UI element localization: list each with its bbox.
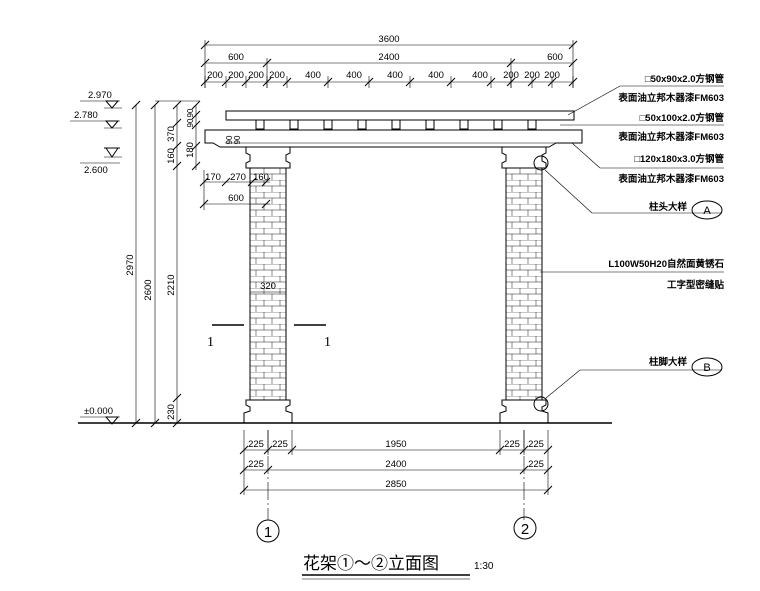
dim-b2-2400: 2400 <box>385 459 406 470</box>
axis-2: 2 <box>521 521 529 538</box>
section-label-left: 1 <box>207 335 214 350</box>
axis-markers: 1 2 <box>256 516 537 543</box>
title-scale: 1:30 <box>474 561 494 572</box>
drawing-title: 花架①～②立面图 1:30 <box>302 554 494 580</box>
note-purlin-spec: □50x90x2.0方钢管 <box>645 73 725 85</box>
level-0000: ±0.000 <box>84 406 113 417</box>
cap-detail-marker <box>533 155 549 171</box>
dim-b-225a: 225 <box>248 439 264 450</box>
dim-tick-9: 400 <box>472 70 488 81</box>
level-2780: 2.780 <box>74 110 98 121</box>
callout-a-circle <box>691 200 723 220</box>
dim-seg-left: 600 <box>228 52 244 63</box>
dim-170: 170 <box>205 172 221 183</box>
dim-tick-1: 200 <box>207 70 223 81</box>
dim-tick-6: 400 <box>346 70 362 81</box>
left-dimension-chains: 2970 2600 370 160 2210 230 180 90 90 <box>125 100 201 428</box>
dim-tick-11: 200 <box>524 70 540 81</box>
level-2970: 2.970 <box>88 90 112 101</box>
right-column <box>499 146 549 520</box>
dim-90a: 90 <box>186 118 195 127</box>
dim-tick-4: 200 <box>269 70 285 81</box>
dim-beam-90: 90 <box>225 135 234 144</box>
axis-1-circle <box>256 519 280 543</box>
dim-tick-8: 400 <box>428 70 444 81</box>
cap-dimensions: 170 270 160 600 320 <box>199 170 286 293</box>
dim-overall: 3600 <box>378 34 399 45</box>
dim-2600: 2600 <box>143 279 154 300</box>
dim-seg-right: 600 <box>547 52 563 63</box>
callout-b: B <box>703 362 710 374</box>
dim-180: 180 <box>185 142 196 158</box>
level-markers: 2.970 2.780 2.600 ±0.000 <box>70 90 122 425</box>
dim-270: 270 <box>230 172 246 183</box>
dim-160: 160 <box>166 148 177 164</box>
dim-tick-2: 200 <box>228 70 244 81</box>
note-beam-paint: 表面油立邦木器漆FM603 <box>617 173 724 185</box>
pergola-structure: 90 90 170 270 160 <box>78 110 612 520</box>
dim-tick-3: 200 <box>248 70 264 81</box>
dim-370: 370 <box>166 126 177 142</box>
dim-beam-90b: 90 <box>233 135 242 144</box>
note-purlin-paint: 表面油立邦木器漆FM603 <box>617 92 724 104</box>
dim-tick-7: 400 <box>387 70 403 81</box>
rafter-blocks <box>255 119 537 130</box>
dim-seg-mid: 2400 <box>378 52 399 63</box>
note-stone-layout: 工字型密缝贴 <box>667 279 725 291</box>
section-mark-1-1: 1 1 <box>207 324 331 350</box>
section-label-right: 1 <box>324 335 331 350</box>
dim-tick-10: 200 <box>503 70 519 81</box>
top-dimension-chain: 3600 600 2400 600 200 200 200 200 400 40… <box>200 34 578 88</box>
note-beam-spec: □120x180x3.0方钢管 <box>634 153 724 165</box>
bottom-dimension-chain: 225 225 1950 225 225 225 2400 225 2850 <box>239 430 553 495</box>
dim-b-225b: 225 <box>272 439 288 450</box>
title-main: 花架①～②立面图 <box>303 554 439 573</box>
main-beam <box>204 129 583 148</box>
dim-2210: 2210 <box>166 274 177 295</box>
note-cap-detail: 柱头大样 <box>649 201 688 213</box>
left-column <box>243 146 293 520</box>
dim-b2-225a: 225 <box>248 459 264 470</box>
annotation-notes: □50x90x2.0方钢管 表面油立邦木器漆FM603 □50x100x2.0方… <box>533 73 725 412</box>
dim-90b: 90 <box>186 108 195 117</box>
dim-320: 320 <box>260 281 276 292</box>
note-base-detail: 柱脚大样 <box>649 356 688 368</box>
axis-1: 1 <box>264 524 272 541</box>
dim-tick-12: 200 <box>544 70 560 81</box>
dim-160b: 160 <box>253 172 269 183</box>
dim-230: 230 <box>166 404 177 420</box>
note-rafter-paint: 表面油立邦木器漆FM603 <box>617 131 724 143</box>
level-2600: 2.600 <box>84 165 108 176</box>
axis-2-circle <box>513 516 537 540</box>
top-tick-marks <box>200 76 578 88</box>
dim-b-225c: 225 <box>504 439 520 450</box>
callout-a: A <box>703 205 711 217</box>
base-detail-marker <box>533 396 549 412</box>
dim-tick-5: 400 <box>305 70 321 81</box>
top-purlin <box>225 110 575 121</box>
dim-b2-225b: 225 <box>528 459 544 470</box>
dim-600-cap: 600 <box>228 193 244 204</box>
dim-b3-2850: 2850 <box>385 479 406 490</box>
callout-b-circle <box>691 357 723 377</box>
note-stone-spec: L100W50H20自然面黄锈石 <box>608 258 724 270</box>
note-rafter-spec: □50x100x2.0方钢管 <box>640 112 725 124</box>
dim-b-1950: 1950 <box>385 439 406 450</box>
dim-2970: 2970 <box>125 254 136 275</box>
dim-b-225d: 225 <box>528 439 544 450</box>
